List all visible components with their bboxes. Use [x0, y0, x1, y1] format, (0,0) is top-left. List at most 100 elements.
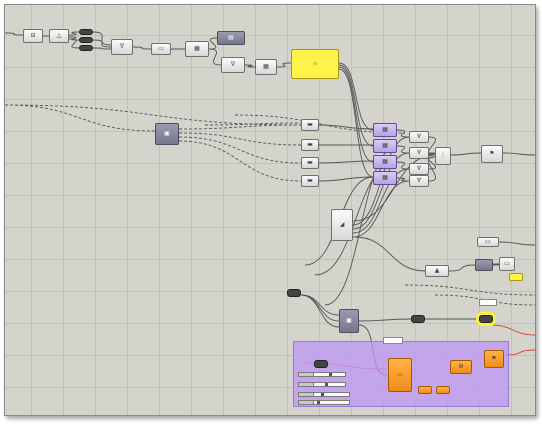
- panel-icon: ▤: [228, 34, 234, 41]
- component-icon: ∇: [119, 43, 125, 50]
- wire: [498, 241, 535, 246]
- wire: [234, 114, 406, 134]
- cluster-node[interactable]: [475, 259, 493, 271]
- wire: [396, 177, 410, 182]
- component-node[interactable]: ⚑: [481, 145, 503, 163]
- component-node[interactable]: ∇: [221, 57, 245, 73]
- wire: [492, 263, 500, 266]
- panel-node[interactable]: ▤: [217, 31, 245, 45]
- param-node[interactable]: △: [49, 29, 69, 43]
- wire: [358, 318, 412, 322]
- wire: [5, 32, 24, 36]
- component-node[interactable]: ▭: [151, 43, 171, 55]
- toggle-param[interactable]: [287, 289, 301, 297]
- wire: [92, 39, 112, 48]
- component-icon: ⚑: [491, 355, 497, 362]
- component-icon: ▦: [263, 63, 269, 70]
- wire: [178, 132, 302, 146]
- number-slider[interactable]: [298, 392, 350, 397]
- component-node[interactable]: ▭: [499, 257, 515, 271]
- toggle-node[interactable]: [79, 45, 93, 51]
- component-node[interactable]: ▬: [301, 175, 319, 187]
- component-node[interactable]: ▬: [301, 119, 319, 131]
- component-node[interactable]: ▬: [301, 157, 319, 169]
- component-node[interactable]: ∀: [409, 163, 429, 175]
- component-node[interactable]: ◢: [331, 209, 353, 241]
- component-group[interactable]: ▭ ⚙ ⚑: [293, 341, 509, 407]
- cluster-node[interactable]: ▣: [155, 123, 179, 145]
- component-icon: ∇: [230, 61, 236, 68]
- selected-component-node[interactable]: ▦: [373, 139, 397, 153]
- number-slider[interactable]: [298, 382, 346, 387]
- selected-component-node[interactable]: ▦: [373, 123, 397, 137]
- component-node[interactable]: ∇: [111, 39, 133, 55]
- wire: [504, 349, 535, 356]
- param-node[interactable]: ⊟: [23, 29, 43, 43]
- wire: [338, 66, 374, 163]
- yellow-panel[interactable]: ≡: [291, 49, 339, 79]
- wire: [338, 62, 374, 131]
- component-node[interactable]: ▬: [301, 139, 319, 151]
- wire: [178, 140, 302, 182]
- wire: [276, 62, 292, 68]
- cluster-icon: ▣: [164, 130, 170, 137]
- selected-component-node[interactable]: ▦: [373, 171, 397, 185]
- wire: [428, 156, 436, 182]
- number-slider[interactable]: [298, 400, 350, 405]
- yellow-panel[interactable]: [509, 273, 523, 281]
- component-node[interactable]: ▦: [185, 41, 209, 57]
- selected-component-node[interactable]: ▦: [373, 155, 397, 169]
- wire: [338, 64, 374, 147]
- orange-component[interactable]: ▭: [388, 358, 412, 392]
- component-node[interactable]: ∀: [409, 175, 429, 187]
- orange-component[interactable]: ⚙: [450, 360, 472, 374]
- orange-component[interactable]: [418, 386, 432, 394]
- wire: [178, 124, 302, 130]
- wire: [68, 31, 80, 36]
- toggle-node[interactable]: [79, 29, 93, 35]
- component-node[interactable]: ∀: [409, 131, 429, 143]
- wire: [208, 37, 218, 50]
- wire: [396, 145, 410, 154]
- wire: [300, 294, 340, 328]
- toggle-param[interactable]: [411, 315, 425, 323]
- component-node[interactable]: ▭: [477, 237, 499, 247]
- wire: [450, 152, 482, 156]
- component-icon: ▬: [307, 121, 313, 128]
- param-tag: [479, 299, 497, 306]
- wire: [132, 46, 152, 50]
- orange-component[interactable]: ⚑: [484, 350, 504, 368]
- wire: [204, 122, 302, 126]
- component-node[interactable]: ▲: [425, 265, 449, 277]
- component-icon: ▦: [194, 45, 200, 52]
- component-node[interactable]: ⋮: [435, 147, 451, 165]
- wire: [178, 136, 302, 164]
- highlighted-param[interactable]: [479, 315, 493, 323]
- component-icon: ▦: [382, 126, 388, 133]
- number-slider[interactable]: [298, 372, 346, 377]
- wire: [352, 168, 410, 234]
- component-icon: ∀: [416, 149, 422, 156]
- grasshopper-canvas[interactable]: ⊟ △ ∇ ▭ ▦ ▤ ∇ ▦ ≡ ▣ ▬ ▬ ▬ ▬ ▦ ▦ ▦ ▦ ∀ ∀ …: [4, 4, 536, 416]
- orange-component[interactable]: [436, 386, 450, 394]
- wire: [208, 48, 222, 66]
- component-icon: ▭: [397, 371, 403, 378]
- cluster-node[interactable]: ▣: [339, 309, 359, 333]
- component-icon: ▲: [434, 267, 440, 274]
- component-icon: ▬: [307, 177, 313, 184]
- component-icon: ⋮: [440, 152, 446, 159]
- toggle-node[interactable]: [79, 37, 93, 43]
- wire-layer: [5, 31, 535, 376]
- component-node[interactable]: ▦: [255, 59, 277, 75]
- wire: [244, 64, 256, 68]
- wire: [396, 161, 410, 170]
- component-node[interactable]: ∀: [409, 147, 429, 159]
- wire: [68, 38, 80, 49]
- toggle-param[interactable]: [314, 360, 328, 368]
- wire: [396, 129, 410, 138]
- cluster-icon: ▣: [346, 317, 352, 324]
- wire: [502, 152, 535, 156]
- component-icon: ∀: [416, 165, 422, 172]
- component-icon: ⚙: [458, 363, 464, 370]
- wire: [490, 324, 535, 336]
